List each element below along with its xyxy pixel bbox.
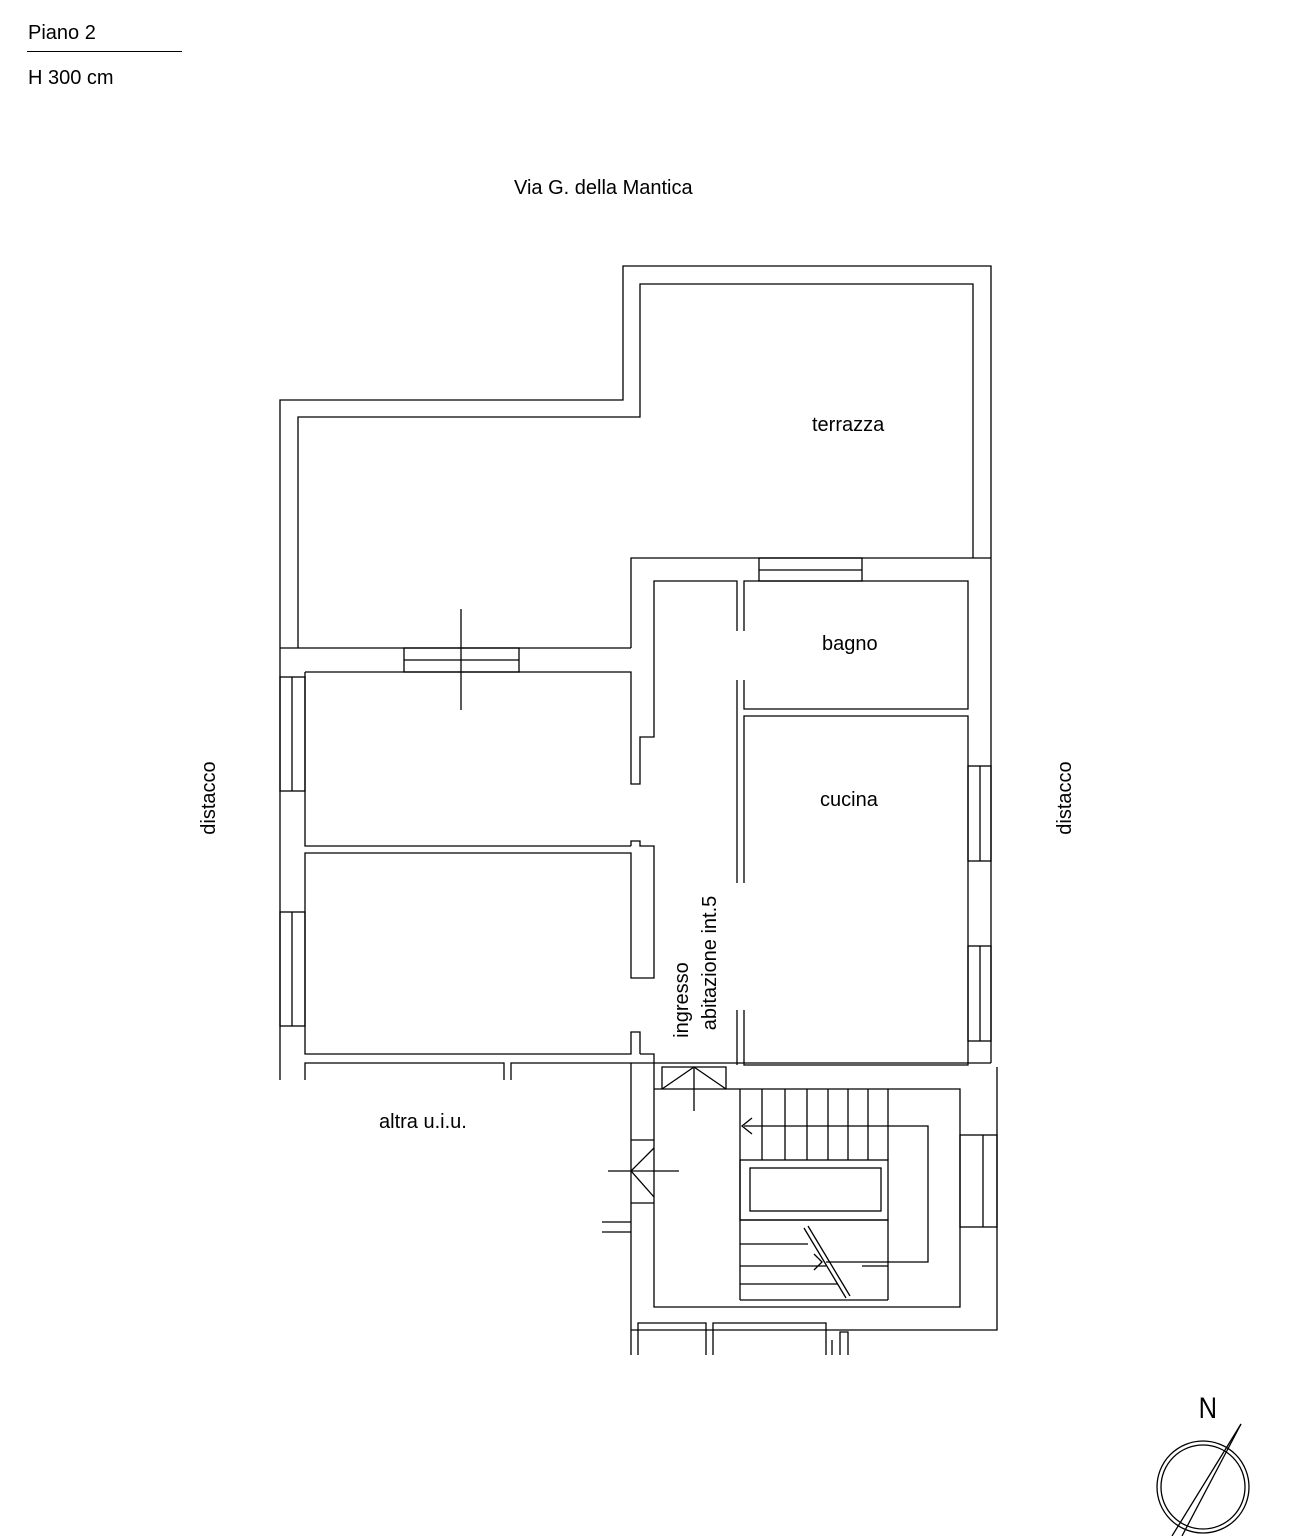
room-label-kitchen: cucina [820,789,878,811]
apartment-top-wall [630,557,991,648]
stair-window [959,1134,998,1228]
height-label: H 300 cm [28,67,114,89]
compass-north-label: N [1198,1392,1218,1425]
stair-walk-line [744,1125,929,1263]
bedroom-upper [304,672,631,847]
apartment-top-inner [653,580,738,730]
boundary-label-left: distacco [198,761,220,835]
boundary-label-right: distacco [1054,761,1076,835]
kitchen-wall [743,715,969,1066]
boundary-label-other-unit: altra u.i.u. [379,1111,467,1133]
terrace-inner-wall [297,283,974,648]
compass-circle [1156,1440,1250,1534]
entrance-label-line2: abitazione int.5 [699,895,721,1031]
floor-label: Piano 2 [28,22,96,44]
room-label-bathroom: bagno [822,633,878,655]
header-divider [27,51,182,52]
terrace-outer-wall [279,265,992,1080]
room-label-terrace: terrazza [812,414,885,436]
compass-needle [1171,1423,1242,1536]
street-label: Via G. della Mantica [514,177,693,199]
entrance-label-line1: ingresso [671,962,693,1038]
stairwell-inner [653,1088,961,1308]
